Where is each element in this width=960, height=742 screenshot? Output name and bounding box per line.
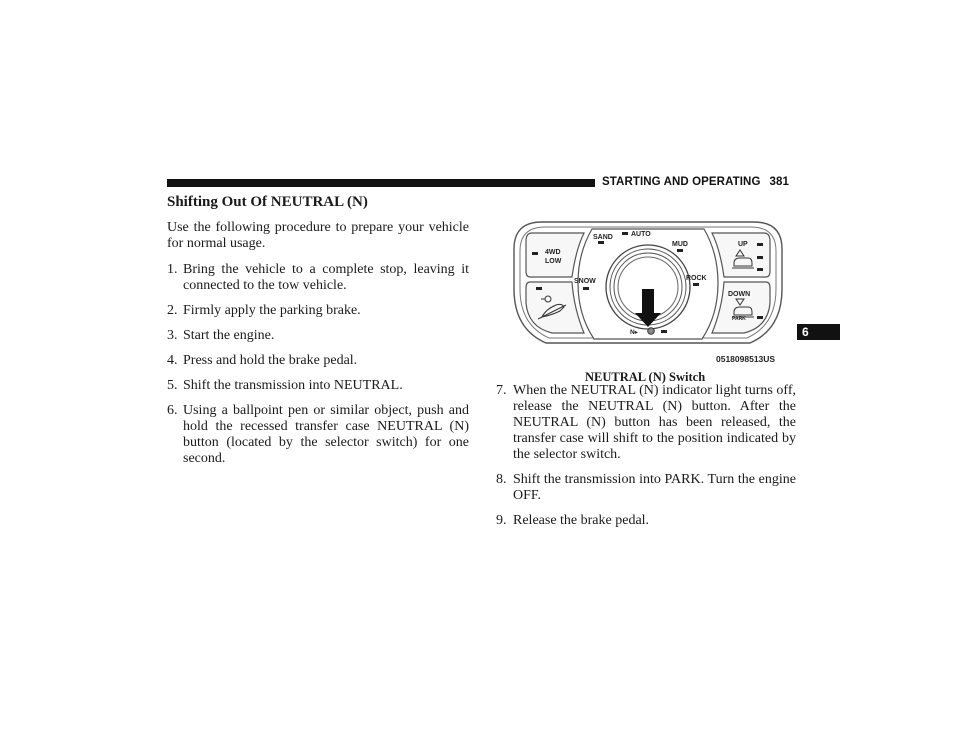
running-header: STARTING AND OPERATING 381	[602, 176, 789, 188]
neutral-button-icon	[647, 327, 655, 335]
step-number: 8.	[496, 472, 507, 487]
label-auto: AUTO	[631, 231, 651, 238]
step-item: 4. Press and hold the brake pedal.	[167, 353, 469, 369]
label-park: PARK	[732, 316, 746, 322]
hill-descent-button	[525, 281, 585, 334]
step-number: 1.	[167, 262, 178, 277]
chapter-tab: 6	[797, 324, 840, 340]
step-text: Release the brake pedal.	[513, 513, 650, 528]
step-item: 9. Release the brake pedal.	[496, 513, 796, 529]
step-text: Start the engine.	[183, 328, 275, 343]
label-rock: ROCK	[686, 275, 707, 282]
arrow-down-icon	[635, 289, 661, 327]
selector-switch-diagram: 4WD LOW SAND AUTO MUD SNOW ROCK UP DOWN …	[513, 221, 783, 344]
step-item: 6. Using a ballpoint pen or similar objec…	[167, 403, 469, 467]
step-item: 7. When the NEUTRAL (N) indicator light t…	[496, 383, 796, 463]
4wd-low-button	[525, 232, 585, 278]
step-text: Using a ballpoint pen or similar object,…	[183, 403, 469, 466]
vehicle-down-icon	[732, 298, 754, 318]
label-snow: SNOW	[574, 278, 596, 285]
vehicle-up-icon	[732, 249, 754, 269]
step-text: Shift the transmission into NEUTRAL.	[183, 378, 403, 393]
step-item: 1. Bring the vehicle to a complete stop, …	[167, 262, 469, 294]
header-rule	[167, 179, 595, 187]
hill-descent-icon	[537, 295, 567, 320]
header-section-title: STARTING AND OPERATING	[602, 176, 761, 188]
label-mud: MUD	[672, 241, 688, 248]
label-down: DOWN	[728, 291, 750, 298]
step-number: 7.	[496, 383, 507, 398]
label-up: UP	[738, 241, 748, 248]
step-text: Firmly apply the parking brake.	[183, 303, 361, 318]
step-number: 4.	[167, 353, 178, 368]
step-number: 3.	[167, 328, 178, 343]
label-low: LOW	[545, 258, 562, 265]
figure-caption: NEUTRAL (N) Switch	[585, 370, 706, 384]
step-text: Press and hold the brake pedal.	[183, 353, 358, 368]
step-number: 9.	[496, 513, 507, 528]
step-text: Shift the transmission into PARK. Turn t…	[513, 472, 796, 503]
step-number: 2.	[167, 303, 178, 318]
step-item: 8. Shift the transmission into PARK. Turn…	[496, 472, 796, 504]
section-title: Shifting Out Of NEUTRAL (N)	[167, 194, 368, 210]
step-text: When the NEUTRAL (N) indicator light tur…	[513, 383, 796, 462]
label-sand: SAND	[593, 234, 613, 241]
figure-code: 0518098513US	[716, 354, 776, 364]
step-item: 2. Firmly apply the parking brake.	[167, 303, 469, 319]
neutral-switch-figure: 4WD LOW SAND AUTO MUD SNOW ROCK UP DOWN …	[512, 219, 784, 347]
left-column: Use the following procedure to prepare y…	[167, 220, 469, 476]
step-item: 5. Shift the transmission into NEUTRAL.	[167, 378, 469, 394]
step-text: Bring the vehicle to a complete stop, le…	[183, 262, 469, 293]
step-item: 3. Start the engine.	[167, 328, 469, 344]
page-number: 381	[769, 176, 790, 188]
label-4wd: 4WD	[545, 249, 561, 256]
step-number: 5.	[167, 378, 178, 393]
right-column: 7. When the NEUTRAL (N) indicator light t…	[496, 383, 796, 538]
ride-height-up-button	[711, 232, 771, 278]
step-number: 6.	[167, 403, 178, 418]
label-neutral: N▸	[630, 329, 639, 336]
intro-paragraph: Use the following procedure to prepare y…	[167, 220, 469, 251]
